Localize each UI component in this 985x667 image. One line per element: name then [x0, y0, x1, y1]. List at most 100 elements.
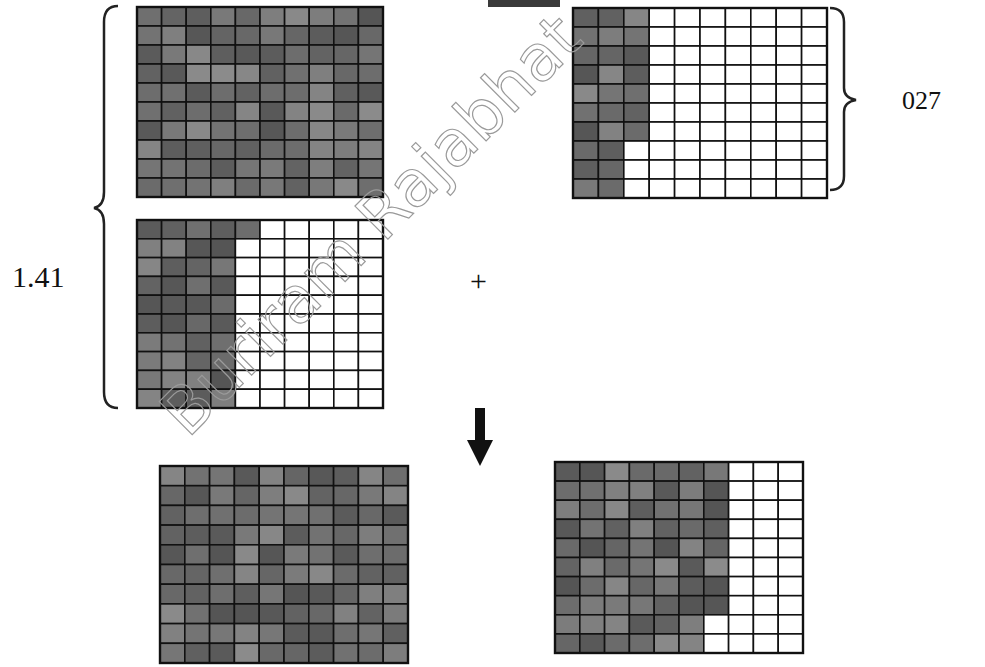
- empty-cell: [776, 8, 801, 27]
- shaded-cell: [598, 179, 623, 198]
- empty-cell: [285, 389, 310, 408]
- shaded-cell: [629, 519, 654, 538]
- shaded-cell: [284, 624, 309, 644]
- shaded-cell: [605, 481, 630, 500]
- shaded-cell: [160, 604, 185, 624]
- shaded-cell: [160, 525, 185, 545]
- shaded-cell: [285, 121, 310, 140]
- shaded-cell: [555, 500, 580, 519]
- shaded-cell: [211, 102, 236, 121]
- empty-cell: [358, 333, 383, 352]
- empty-cell: [751, 160, 776, 179]
- shaded-cell: [598, 8, 623, 27]
- shaded-cell: [555, 577, 580, 596]
- shaded-cell: [555, 462, 580, 481]
- shaded-cell: [285, 64, 310, 83]
- shaded-cell: [285, 102, 310, 121]
- shaded-cell: [383, 505, 408, 525]
- shaded-cell: [580, 596, 605, 615]
- shaded-cell: [162, 352, 187, 371]
- shaded-cell: [137, 314, 162, 333]
- shaded-cell: [605, 615, 630, 634]
- shaded-cell: [137, 159, 162, 178]
- empty-cell: [334, 314, 359, 333]
- shaded-cell: [235, 178, 260, 197]
- empty-cell: [725, 27, 750, 46]
- shaded-cell: [580, 558, 605, 577]
- empty-cell: [700, 27, 725, 46]
- shaded-cell: [573, 160, 598, 179]
- shaded-cell: [358, 140, 383, 159]
- shaded-cell: [211, 333, 236, 352]
- shaded-cell: [629, 462, 654, 481]
- cut-off-mark: [488, 0, 560, 7]
- shaded-cell: [162, 389, 187, 408]
- shaded-cell: [162, 276, 187, 295]
- shaded-cell: [334, 565, 359, 585]
- shaded-cell: [358, 159, 383, 178]
- empty-cell: [649, 122, 674, 141]
- empty-cell: [675, 27, 700, 46]
- shaded-cell: [334, 140, 359, 159]
- shaded-cell: [234, 584, 259, 604]
- empty-cell: [753, 519, 778, 538]
- empty-cell: [309, 314, 334, 333]
- shaded-cell: [654, 577, 679, 596]
- shaded-cell: [186, 45, 211, 64]
- shaded-cell: [654, 481, 679, 500]
- empty-cell: [649, 103, 674, 122]
- shaded-cell: [137, 26, 162, 45]
- shaded-cell: [160, 624, 185, 644]
- empty-cell: [751, 179, 776, 198]
- empty-cell: [776, 65, 801, 84]
- shaded-cell: [186, 370, 211, 389]
- shaded-cell: [309, 7, 334, 26]
- empty-cell: [260, 258, 285, 277]
- shaded-cell: [624, 65, 649, 84]
- shaded-cell: [309, 525, 334, 545]
- shaded-cell: [580, 634, 605, 653]
- shaded-cell: [162, 45, 187, 64]
- empty-cell: [675, 65, 700, 84]
- shaded-cell: [654, 519, 679, 538]
- empty-cell: [285, 220, 310, 239]
- partial-hundred-grid: [573, 8, 827, 198]
- shaded-cell: [383, 604, 408, 624]
- empty-cell: [776, 122, 801, 141]
- shaded-cell: [309, 26, 334, 45]
- partial-hundred-grid: [137, 220, 383, 408]
- shaded-cell: [679, 519, 704, 538]
- shaded-cell: [285, 45, 310, 64]
- empty-cell: [675, 84, 700, 103]
- shaded-cell: [284, 486, 309, 506]
- shaded-cell: [210, 525, 235, 545]
- shaded-cell: [580, 500, 605, 519]
- shaded-cell: [654, 500, 679, 519]
- shaded-cell: [137, 140, 162, 159]
- empty-cell: [285, 370, 310, 389]
- empty-cell: [751, 27, 776, 46]
- shaded-cell: [137, 389, 162, 408]
- shaded-cell: [137, 295, 162, 314]
- shaded-cell: [259, 466, 284, 486]
- shaded-cell: [598, 103, 623, 122]
- empty-cell: [802, 160, 827, 179]
- empty-cell: [235, 314, 260, 333]
- shaded-cell: [210, 584, 235, 604]
- shaded-cell: [358, 64, 383, 83]
- empty-cell: [700, 141, 725, 160]
- empty-cell: [675, 160, 700, 179]
- shaded-cell: [334, 486, 359, 506]
- shaded-cell: [137, 220, 162, 239]
- shaded-cell: [334, 102, 359, 121]
- shaded-cell: [679, 634, 704, 653]
- shaded-cell: [235, 220, 260, 239]
- shaded-cell: [235, 7, 260, 26]
- empty-cell: [649, 8, 674, 27]
- empty-cell: [309, 370, 334, 389]
- shaded-cell: [629, 596, 654, 615]
- empty-cell: [700, 103, 725, 122]
- shaded-cell: [580, 615, 605, 634]
- shaded-cell: [309, 643, 334, 663]
- empty-cell: [776, 46, 801, 65]
